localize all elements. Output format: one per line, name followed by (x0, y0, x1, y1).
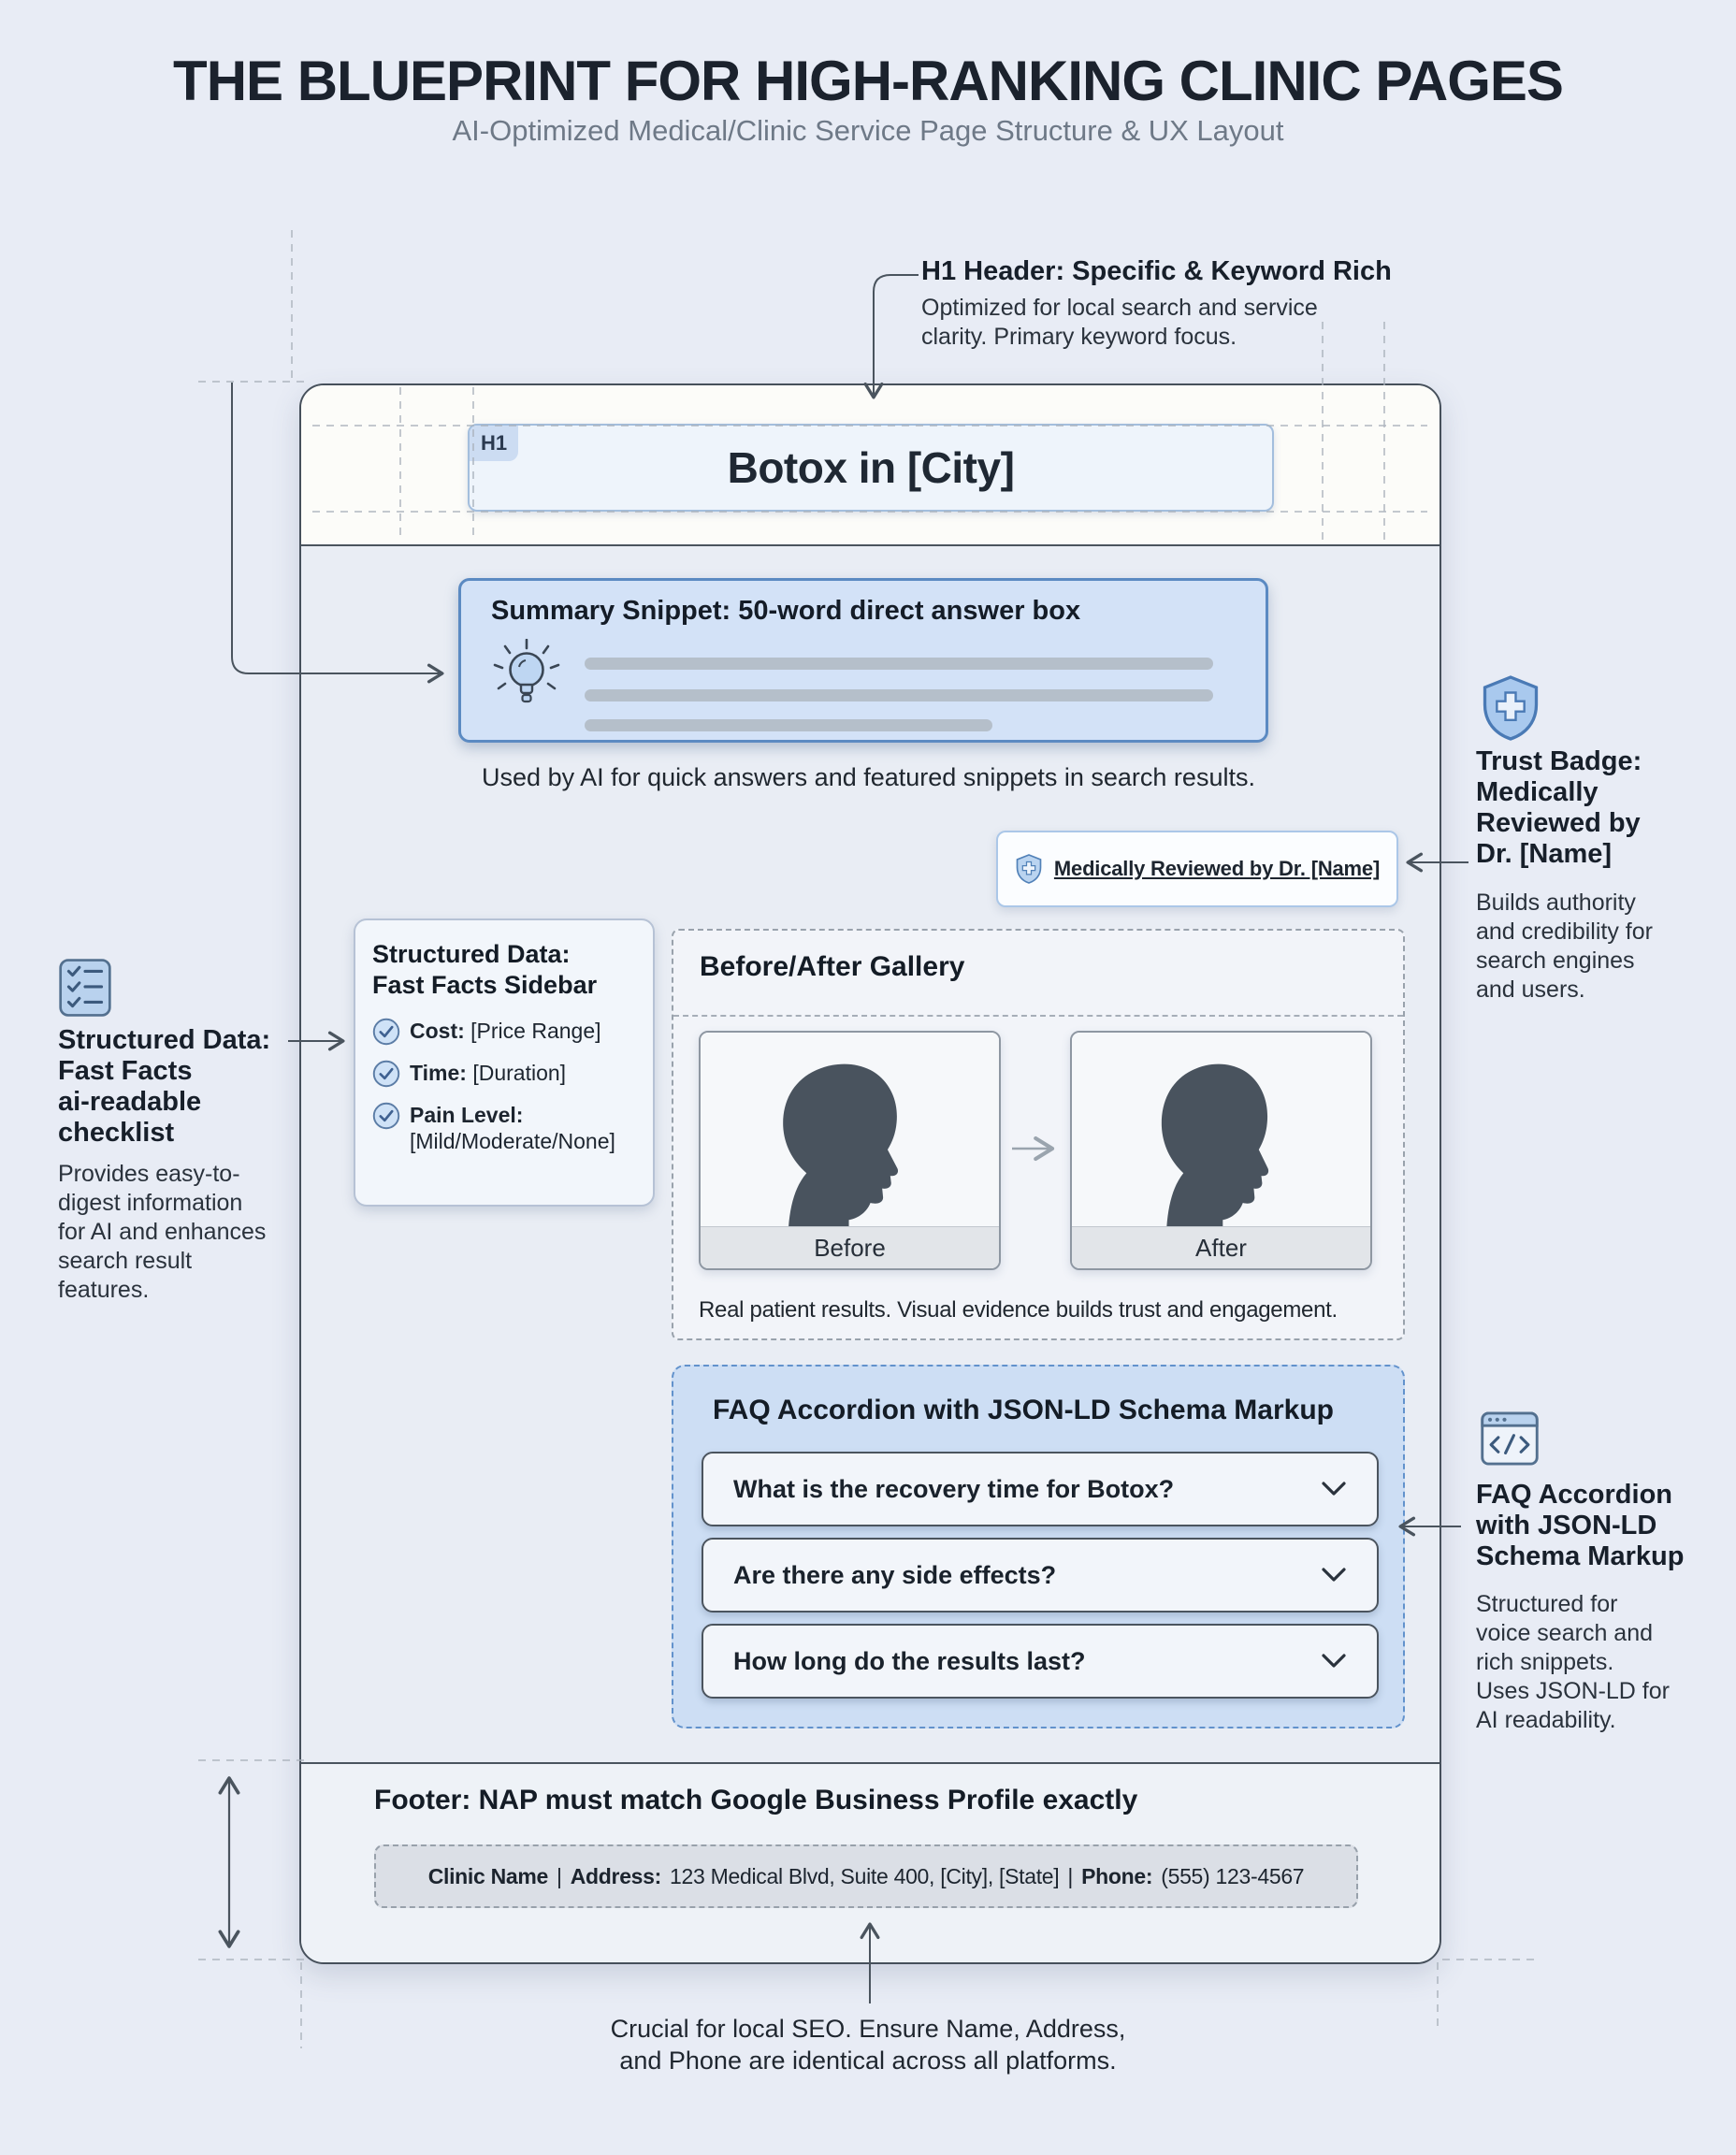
fact-value: [Duration] (472, 1061, 567, 1085)
h1-tag-chip: H1 (470, 426, 518, 461)
fast-facts-sidebar: Structured Data: Fast Facts Sidebar Cost… (354, 918, 655, 1207)
chevron-down-icon (1321, 1568, 1347, 1583)
checklist-icon (58, 958, 112, 1018)
before-after-gallery: Before/After Gallery Before After Real p… (672, 929, 1405, 1340)
clinic-name: Clinic Name (427, 1863, 549, 1888)
phone-value: (555) 123-4567 (1161, 1863, 1305, 1888)
before-photo-card: Before (699, 1031, 1001, 1270)
h1-heading-text: Botox in [City] (727, 443, 1015, 492)
chevron-down-icon (1321, 1482, 1347, 1497)
fact-value: [Mild/Moderate/None] (410, 1129, 615, 1153)
faq-annotation-body: Structured for voice search and rich sni… (1476, 1591, 1670, 1733)
address-value: 123 Medical Blvd, Suite 400, [City], [St… (670, 1863, 1060, 1888)
structured-annotation-body: Provides easy-to- digest information for… (58, 1161, 267, 1303)
placeholder-text-line (585, 658, 1213, 670)
h1-heading-box: H1 Botox in [City] (468, 424, 1274, 512)
after-label: After (1072, 1226, 1370, 1268)
trust-annotation-body: Builds authority and credibility for sea… (1476, 889, 1653, 1003)
nap-separator: | (1067, 1863, 1074, 1888)
placeholder-text-line (585, 719, 992, 731)
h1-annotation-body: Optimized for local search and service c… (921, 295, 1318, 350)
gallery-caption: Real patient results. Visual evidence bu… (699, 1297, 1338, 1323)
page-title: THE BLUEPRINT FOR HIGH-RANKING CLINIC PA… (173, 50, 1564, 112)
h1-connector-arrow (863, 274, 919, 399)
fact-value: [Price Range] (470, 1019, 601, 1043)
faq-annotation-title: FAQ Accordion with JSON-LD Schema Markup (1476, 1480, 1685, 1571)
footer-annotation: Crucial for local SEO. Ensure Name, Addr… (610, 2015, 1126, 2075)
faq-question: How long do the results last? (733, 1646, 1086, 1675)
summary-snippet-title: Summary Snippet: 50-word direct answer b… (491, 596, 1081, 626)
lightbulb-icon (493, 638, 560, 712)
medically-reviewed-badge[interactable]: Medically Reviewed by Dr. [Name] (996, 831, 1398, 907)
nap-separator: | (557, 1863, 562, 1888)
faq-title: FAQ Accordion with JSON-LD Schema Markup (713, 1395, 1334, 1425)
shield-icon (1015, 853, 1043, 885)
trust-shield-icon (1480, 673, 1541, 743)
sidebar-item-time: Time: [Duration] (372, 1060, 636, 1088)
trust-annotation-title: Trust Badge: Medically Reviewed by Dr. [… (1476, 746, 1642, 869)
after-silhouette-image (1072, 1033, 1370, 1227)
nap-bar: Clinic Name | Address: 123 Medical Blvd,… (374, 1844, 1358, 1908)
faq-question: Are there any side effects? (733, 1560, 1057, 1589)
badge-label: Medically Reviewed by Dr. [Name] (1053, 857, 1381, 880)
gallery-divider (673, 1015, 1403, 1017)
fact-label: Pain Level: (410, 1103, 524, 1127)
fact-label: Time: (410, 1061, 467, 1085)
address-label: Address: (570, 1863, 662, 1888)
sidebar-item-pain-level: Pain Level: [Mild/Moderate/None] (372, 1102, 636, 1154)
faq-item[interactable]: How long do the results last? (702, 1624, 1379, 1699)
code-window-icon (1480, 1410, 1540, 1467)
chevron-down-icon (1321, 1654, 1347, 1669)
summary-snippet-box: Summary Snippet: 50-word direct answer b… (458, 578, 1268, 743)
fact-label: Cost: (410, 1019, 465, 1043)
check-circle-icon (372, 1102, 400, 1130)
faq-question: What is the recovery time for Botox? (733, 1474, 1175, 1503)
faq-accordion: FAQ Accordion with JSON-LD Schema Markup… (672, 1365, 1405, 1728)
faq-item[interactable]: What is the recovery time for Botox? (702, 1452, 1379, 1526)
sidebar-item-cost: Cost: [Price Range] (372, 1018, 636, 1046)
h1-annotation-title: H1 Header: Specific & Keyword Rich (921, 256, 1392, 286)
page-subtitle: AI-Optimized Medical/Clinic Service Page… (452, 114, 1284, 147)
structured-annotation-title: Structured Data: Fast Facts ai-readable … (58, 1025, 271, 1148)
placeholder-text-line (585, 689, 1213, 701)
before-silhouette-image (701, 1033, 999, 1227)
summary-caption: Used by AI for quick answers and feature… (482, 763, 1255, 791)
faq-item[interactable]: Are there any side effects? (702, 1538, 1379, 1613)
check-circle-icon (372, 1060, 400, 1088)
phone-label: Phone: (1081, 1863, 1153, 1888)
check-circle-icon (372, 1018, 400, 1046)
after-photo-card: After (1070, 1031, 1372, 1270)
footer-title: Footer: NAP must match Google Business P… (374, 1785, 1138, 1815)
sidebar-title: Structured Data: Fast Facts Sidebar (372, 940, 598, 999)
before-label: Before (701, 1226, 999, 1268)
gallery-title: Before/After Gallery (700, 951, 965, 982)
